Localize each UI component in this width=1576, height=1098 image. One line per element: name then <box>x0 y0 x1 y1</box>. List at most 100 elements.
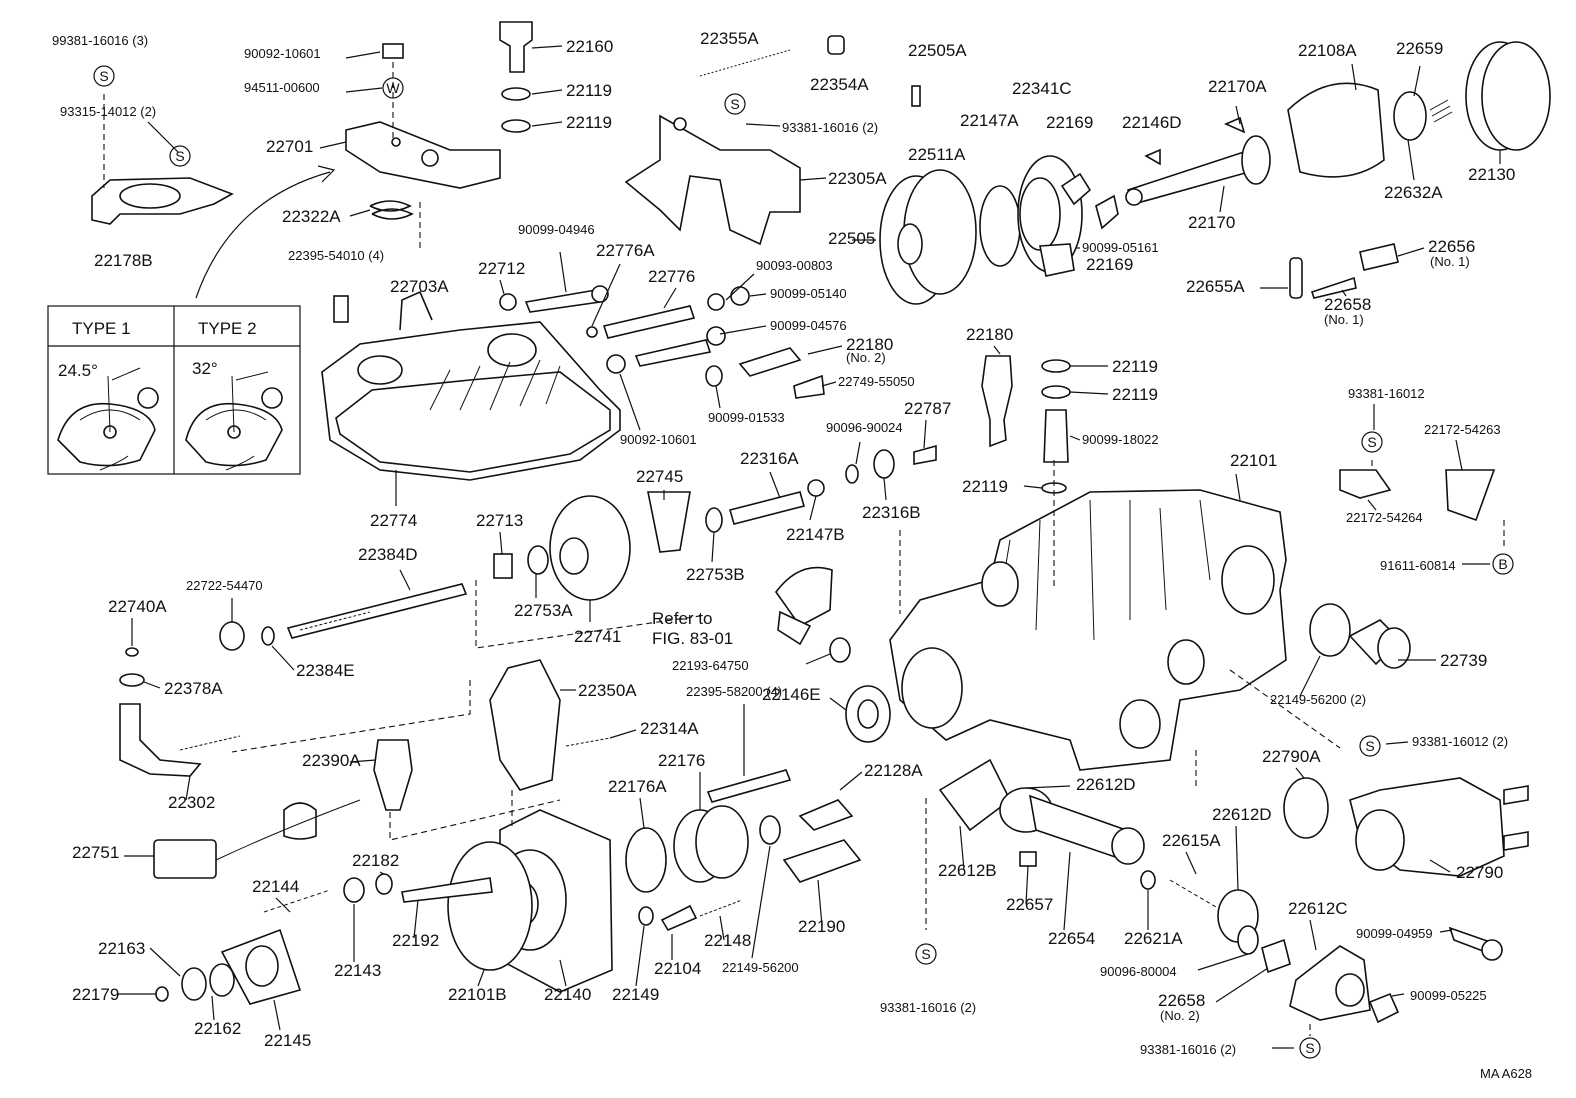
part-number-label: FIG. 83-01 <box>652 629 733 648</box>
part-number-label: 22302 <box>168 793 215 812</box>
part-number-label: 22180 <box>966 325 1013 344</box>
part-number-label: 22149-56200 (2) <box>1270 692 1366 707</box>
part-number-label: 22384E <box>296 661 355 680</box>
part-number-label: 22355A <box>700 29 759 48</box>
symbol-circle <box>382 77 404 99</box>
part-number-label: 93381-16012 <box>1348 386 1425 401</box>
part-22612c <box>1289 926 1503 1024</box>
part-number-label: 22615A <box>1162 831 1221 850</box>
part-number-label: Refer to <box>652 609 712 628</box>
part-number-label: 22378A <box>164 679 223 698</box>
part-number-label: 22354A <box>810 75 869 94</box>
part-number-label: 22169 <box>1086 255 1133 274</box>
part-number-label: (No. 1) <box>1430 254 1470 269</box>
part-number-label: 22143 <box>334 961 381 980</box>
part-number-label: 22176 <box>658 751 705 770</box>
part-number-label: 22316A <box>740 449 799 468</box>
part-number-label: 22740A <box>108 597 167 616</box>
part-number-label: 22722-54470 <box>186 578 263 593</box>
part-number-label: TYPE 2 <box>198 319 257 338</box>
part-number-label: 22621A <box>1124 929 1183 948</box>
part-number-label: 22384D <box>358 545 418 564</box>
part-number-label: 22751 <box>72 843 119 862</box>
leader-lines <box>118 45 1501 1049</box>
part-number-label: 22790 <box>1456 863 1503 882</box>
part-22178b <box>91 94 234 225</box>
part-number-label: MA A628 <box>1480 1066 1532 1081</box>
symbol-circle <box>93 65 115 87</box>
part-22176 <box>625 769 862 932</box>
part-number-label: 90099-05161 <box>1082 240 1159 255</box>
part-number-label: 22119 <box>566 113 612 132</box>
part-number-label: 22713 <box>476 511 523 530</box>
part-22701 <box>345 43 501 220</box>
part-22739 <box>1309 603 1411 669</box>
part-number-label: 93381-16016 (2) <box>1140 1042 1236 1057</box>
part-number-label: 22314A <box>640 719 699 738</box>
part-number-label: 22745 <box>636 467 683 486</box>
type-selector-box <box>47 305 301 475</box>
part-number-label: 22104 <box>654 959 701 978</box>
part-number-label: 22322A <box>282 207 341 226</box>
part-number-label: 22632A <box>1384 183 1443 202</box>
part-number-label: 22505A <box>908 41 967 60</box>
part-number-label: (No. 2) <box>1160 1008 1200 1023</box>
part-22140 <box>155 809 613 1005</box>
part-number-label: 22101 <box>1230 451 1277 470</box>
part-number-label: 22160 <box>566 37 613 56</box>
part-number-label: 90099-05225 <box>1410 988 1487 1003</box>
symbol-letter: S <box>99 68 108 84</box>
part-number-label: 22703A <box>390 277 449 296</box>
symbol-circle <box>1361 431 1383 453</box>
part-number-label: 90099-05140 <box>770 286 847 301</box>
part-number-label: 22180 <box>846 335 893 354</box>
part-number-label: 22395-54010 (4) <box>288 248 384 263</box>
part-number-label: 22657 <box>1006 895 1053 914</box>
part-number-label: 22776 <box>648 267 695 286</box>
part-number-label: 22741 <box>574 627 621 646</box>
part-number-label: 22170 <box>1188 213 1235 232</box>
part-number-label: 99381-16016 (3) <box>52 33 148 48</box>
part-number-label: 22149 <box>612 985 659 1004</box>
part-number-label: 22658 <box>1158 991 1205 1010</box>
part-number-label: 90092-10601 <box>244 46 321 61</box>
part-number-label: 22144 <box>252 877 299 896</box>
part-number-label: 22341C <box>1012 79 1072 98</box>
part-number-label: 22140 <box>544 985 591 1004</box>
symbol-circle <box>169 145 191 167</box>
part-number-label: 22119 <box>1112 357 1158 376</box>
part-22776 <box>499 285 825 399</box>
part-22741 <box>493 479 825 601</box>
part-number-label: 22659 <box>1396 39 1443 58</box>
part-number-label: 93381-16016 (2) <box>782 120 878 135</box>
part-22160 <box>499 21 533 133</box>
type-arrow <box>195 171 331 299</box>
symbol-letter: S <box>1367 434 1376 450</box>
part-number-label: 22176A <box>608 777 667 796</box>
part-number-label: 32° <box>192 359 218 378</box>
part-22655a <box>1289 243 1399 299</box>
part-number-label: 22178B <box>94 251 153 270</box>
part-22350a <box>489 659 611 791</box>
part-number-label: 22172-54263 <box>1424 422 1501 437</box>
symbol-circle <box>1359 735 1381 757</box>
part-number-label: 22147A <box>960 111 1019 130</box>
symbol-circle <box>1299 1037 1321 1059</box>
part-number-label: 90099-01533 <box>708 410 785 425</box>
part-number-label: 90099-04576 <box>770 318 847 333</box>
part-22774 <box>321 290 621 481</box>
part-number-label: 90093-00803 <box>756 258 833 273</box>
symbol-letter: S <box>730 96 739 112</box>
part-number-label: 22654 <box>1048 929 1095 948</box>
part-number-label: 22787 <box>904 399 951 418</box>
part-number-label: 22511A <box>908 145 966 164</box>
part-number-label: 22395-58200 (4) <box>686 684 782 699</box>
part-number-label: 22656 <box>1428 237 1475 256</box>
symbol-letter: S <box>175 148 184 164</box>
part-number-label: 22305A <box>828 169 887 188</box>
part-number-label: 22749-55050 <box>838 374 915 389</box>
part-number-label: 22130 <box>1468 165 1515 184</box>
symbol-letter: S <box>1305 1040 1314 1056</box>
